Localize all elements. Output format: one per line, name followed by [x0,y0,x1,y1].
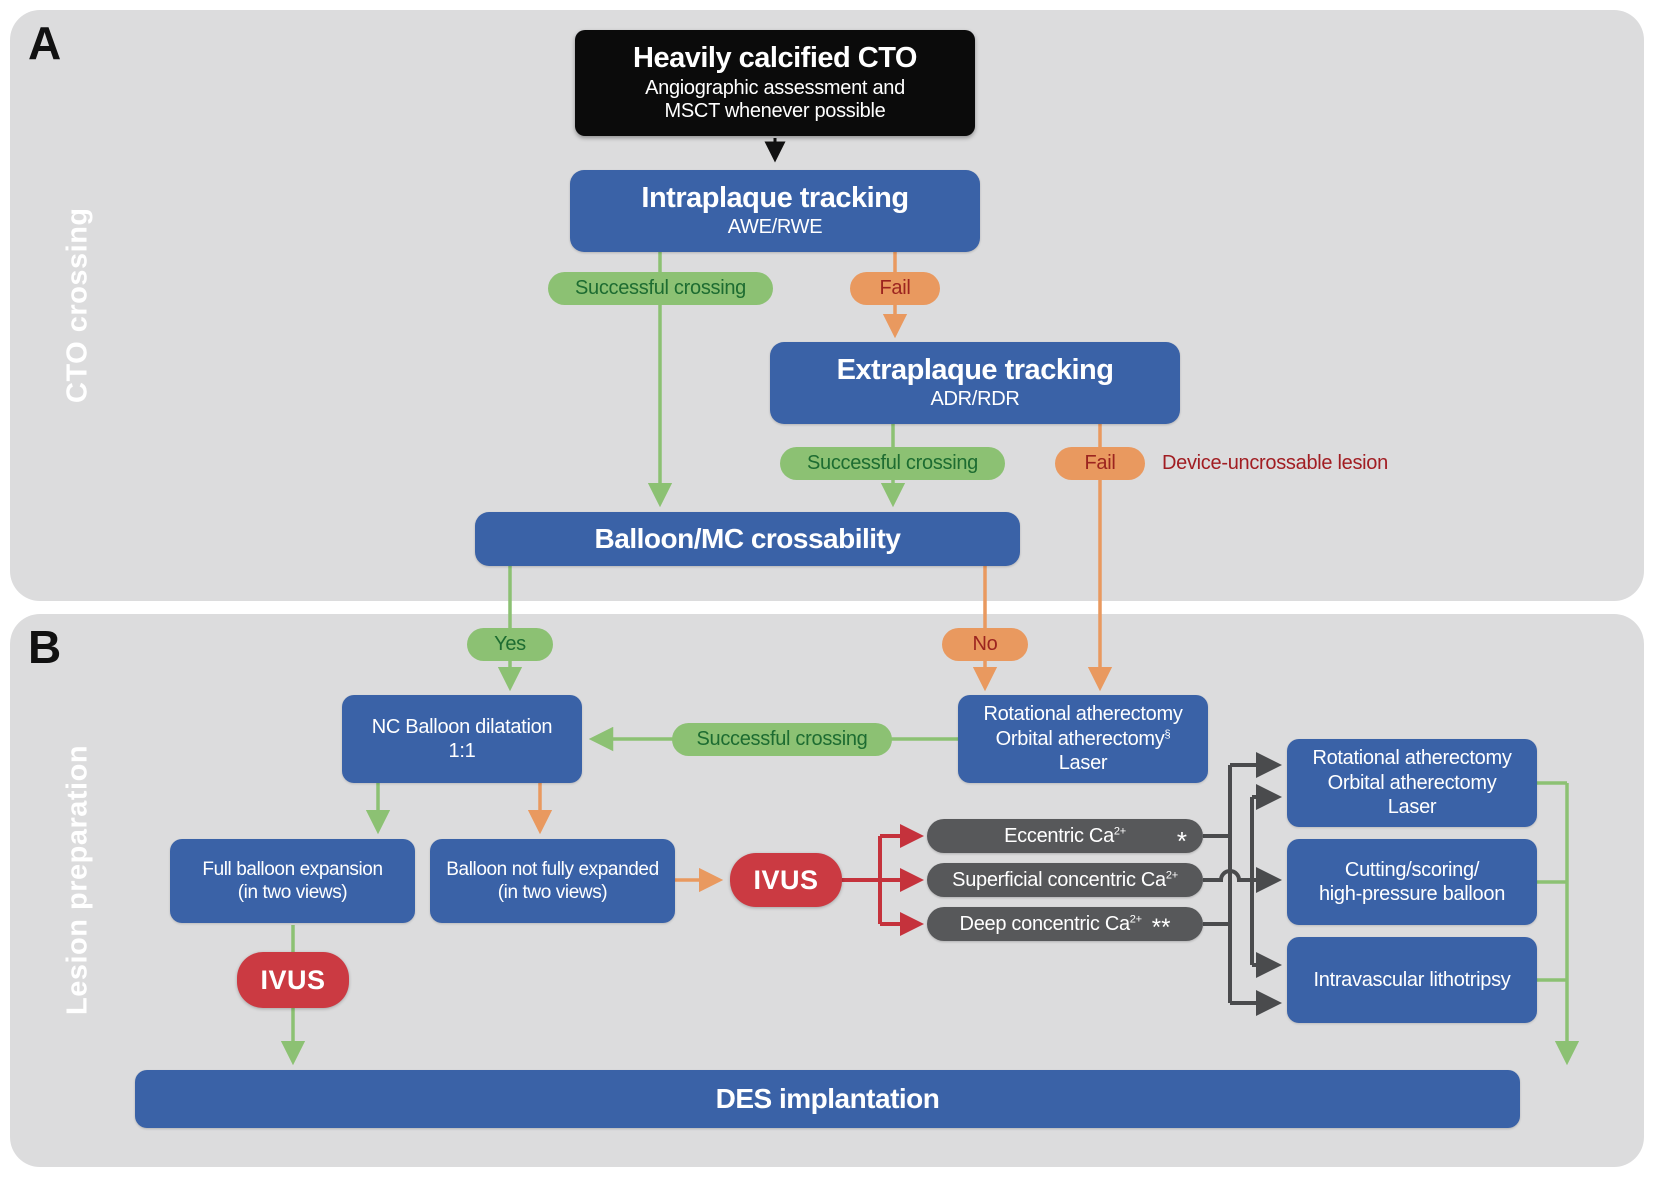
node-full-balloon-expansion: Full balloon expansion (in two views) [170,839,415,923]
node-title: DES implantation [715,1083,940,1114]
node-subtitle: ADR/RDR [930,388,1020,411]
edge-superficial-bus-bridge [1203,869,1252,882]
pill-successful-crossing-2: Successful crossing [780,447,1005,480]
node-line1: Rotational atherectomy [1312,747,1512,770]
pill-yes: Yes [467,628,553,661]
node-title: Balloon/MC crossability [594,523,901,554]
node-line1: Full balloon expansion [202,858,383,880]
band-eccentric-calcium: Eccentric Ca2+ * [927,819,1203,856]
node-line1: Rotational atherectomy [983,703,1183,726]
node-line3: Laser [1058,752,1108,775]
device-uncrossable-note: Device-uncrossable lesion [1162,452,1388,474]
node-title: Heavily calcified CTO [633,41,917,74]
node-rotational-atherectomy-primary: Rotational atherectomy Orbital atherecto… [958,695,1208,783]
node-intraplaque-tracking: Intraplaque tracking AWE/RWE [570,170,980,252]
node-intravascular-lithotripsy: Intravascular lithotripsy [1287,937,1537,1023]
ion-superscript: 2+ [1129,913,1142,926]
node-line1: NC Balloon dilatation [371,715,553,738]
band-deep-concentric-calcium: Deep concentric Ca2+ ** [927,907,1203,941]
node-line3: Laser [1387,796,1437,819]
node-rotational-atherectomy-secondary: Rotational atherectomy Orbital atherecto… [1287,739,1537,827]
node-extraplaque-tracking: Extraplaque tracking ADR/RDR [770,342,1180,424]
node-subtitle-line1: Angiographic assessment and [645,77,905,100]
pill-successful-crossing-1: Successful crossing [548,272,773,305]
node-balloon-mc-crossability: Balloon/MC crossability [475,512,1020,566]
node-des-implantation: DES implantation [135,1070,1520,1128]
node-line2: (in two views) [237,882,348,903]
node-line2: (in two views) [497,882,608,903]
node-balloon-not-fully-expanded: Balloon not fully expanded (in two views… [430,839,675,923]
panel-b-side-label: Lesion preparation [61,744,94,1016]
node-heavily-calcified-cto: Heavily calcified CTO Angiographic asses… [575,30,975,136]
node-subtitle: AWE/RWE [727,216,823,239]
pill-fail-1: Fail [850,272,940,305]
pill-no: No [942,628,1028,661]
band-label: Deep concentric Ca2+ [959,912,1143,935]
ion-superscript: 2+ [1165,869,1178,882]
band-label: Superficial concentric Ca2+ [952,868,1178,891]
node-line2: Orbital atherectomy [1327,771,1497,794]
band-superficial-concentric-calcium: Superficial concentric Ca2+ [927,863,1203,897]
node-subtitle-line2: MSCT whenever possible [664,100,886,123]
panel-a-label: A [28,17,61,69]
pill-successful-crossing-3: Successful crossing [672,723,892,756]
node-cutting-scoring-balloon: Cutting/scoring/ high-pressure balloon [1287,839,1537,925]
node-line2: 1:1 [448,740,476,762]
node-nc-balloon-dilatation: NC Balloon dilatation 1:1 [342,695,582,783]
ivus-badge-left: IVUS [237,952,349,1008]
panel-a-side-label: CTO crossing [61,207,94,403]
node-title: Extraplaque tracking [836,353,1114,386]
node-line1: Cutting/scoring/ [1344,858,1480,881]
section-mark: § [1164,728,1171,741]
band-label: Eccentric Ca2+ [1004,824,1126,847]
ion-superscript: 2+ [1113,825,1126,838]
panel-b-label: B [28,621,61,673]
node-line2: Orbital atherectomy§ [995,727,1171,750]
footnote-asterisk: * [1176,826,1187,856]
node-line1: Balloon not fully expanded [446,858,659,880]
node-title: Intraplaque tracking [641,181,909,214]
ivus-badge-right: IVUS [730,853,842,907]
node-line2: high-pressure balloon [1318,883,1506,905]
pill-fail-2: Fail [1055,447,1145,480]
node-label: Intravascular lithotripsy [1313,968,1511,991]
